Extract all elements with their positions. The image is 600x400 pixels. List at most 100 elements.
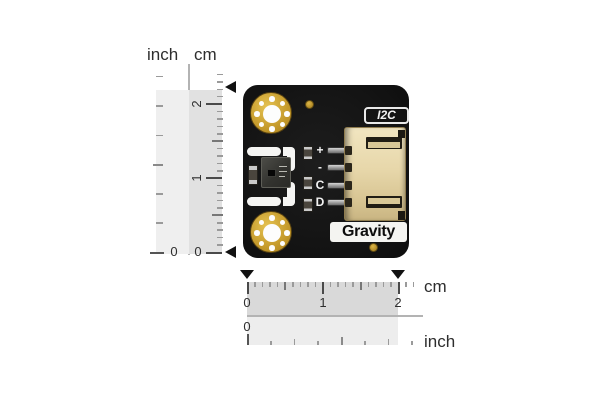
ruler-tick — [217, 125, 223, 128]
ruler-tick — [387, 339, 390, 345]
horizontal-cm-number-1: 1 — [319, 295, 327, 310]
ruler-tick — [412, 282, 415, 287]
marker-triangle-left-top-icon — [225, 81, 236, 93]
chip-marking — [279, 166, 287, 167]
connector-notch — [398, 130, 405, 138]
connector-slot-floor — [368, 198, 400, 204]
ruler-tick — [206, 251, 222, 254]
ruler-tick — [156, 193, 163, 195]
hole-ring-dot — [269, 215, 275, 221]
ruler-tick — [156, 134, 163, 137]
hole-ring-dot — [269, 245, 275, 251]
ruler-tick — [261, 282, 264, 287]
ruler-tick — [206, 177, 222, 180]
horizontal-cm-number-2: 2 — [394, 295, 402, 310]
sensor-chip — [261, 157, 291, 188]
via-top — [305, 100, 314, 109]
ruler-tick — [292, 282, 294, 287]
ruler-tick — [299, 282, 302, 287]
silkscreen-top-corner-v — [287, 147, 295, 171]
hole-ring-dot — [269, 96, 275, 102]
ruler-tick — [329, 282, 332, 287]
horizontal-inch-number-0: 0 — [243, 319, 251, 334]
ruler-tick — [212, 214, 223, 217]
horizontal-inch-ruler — [247, 317, 398, 345]
hole-ring-dot — [279, 240, 286, 247]
smd-component-left — [248, 165, 258, 185]
smd-component-right-3 — [303, 198, 313, 212]
horizontal-ruler-divider — [247, 315, 423, 317]
hole-ring-dot — [269, 126, 275, 132]
ruler-tick — [314, 282, 317, 287]
ruler-tick — [364, 340, 366, 345]
pin-label-plus: + — [316, 143, 324, 157]
connector-notch — [398, 211, 405, 220]
chip-marking — [279, 171, 287, 172]
pin-label-c: C — [315, 178, 325, 192]
horizontal-cm-unit-label: cm — [424, 277, 447, 296]
ruler-tick — [340, 337, 343, 345]
smd-component-right-1 — [303, 146, 313, 160]
hole-ring-dot — [284, 111, 290, 117]
pin-entry-hole — [345, 146, 352, 155]
ruler-tick — [217, 229, 223, 231]
ruler-tick — [270, 340, 272, 345]
hole-ring-dot — [279, 121, 286, 128]
marker-triangle-down-left-icon — [240, 270, 254, 279]
mounting-hole-bottom — [250, 211, 292, 253]
ruler-tick — [269, 282, 271, 287]
pin-entry-hole — [345, 198, 352, 207]
hole-ring-dot — [279, 100, 286, 107]
ruler-tick — [217, 222, 223, 224]
pin-entry-hole — [345, 163, 352, 172]
hole-center — [263, 224, 281, 242]
ruler-tick — [405, 282, 407, 287]
ruler-tick — [156, 75, 163, 78]
ruler-tick — [217, 147, 223, 150]
ruler-tick — [293, 339, 296, 345]
connector-slot-floor — [368, 142, 400, 148]
ruler-tick — [322, 282, 324, 294]
hole-ring-dot — [258, 240, 265, 247]
ruler-tick — [217, 110, 223, 113]
ruler-tick — [217, 88, 223, 90]
ruler-tick — [284, 282, 287, 290]
mounting-hole-top — [250, 92, 292, 134]
ruler-tick — [317, 340, 319, 345]
ruler-tick — [307, 282, 309, 287]
ruler-tick — [411, 340, 413, 345]
ruler-tick — [217, 199, 223, 202]
ruler-tick — [390, 282, 392, 287]
ruler-tick — [217, 81, 223, 83]
vertical-cm-number-1: 1 — [189, 174, 204, 182]
marker-triangle-down-right-icon — [391, 270, 405, 279]
ruler-tick — [156, 105, 163, 107]
horizontal-inch-unit-label: inch — [424, 332, 456, 351]
vertical-cm-number-0: 0 — [194, 244, 202, 259]
silkscreen-bottom-bar — [247, 197, 281, 206]
sensor-board: + - C D I2C Gravity — [243, 85, 409, 258]
hole-ring-dot — [258, 121, 265, 128]
ruler-tick — [246, 334, 249, 345]
pin-label-minus: - — [318, 160, 322, 174]
ruler-tick — [217, 95, 223, 98]
vertical-inch-unit-label: inch — [147, 45, 179, 64]
ruler-tick — [352, 282, 354, 287]
ruler-tick — [206, 103, 222, 106]
ruler-tick — [217, 162, 223, 165]
ruler-tick — [217, 207, 223, 209]
ruler-tick — [367, 282, 370, 287]
ruler-tick — [217, 73, 223, 76]
ruler-tick — [382, 282, 385, 287]
pin-label-d: D — [315, 195, 325, 209]
hole-ring-dot — [254, 111, 260, 117]
ruler-tick — [246, 282, 249, 294]
gravity-badge: Gravity — [330, 222, 407, 242]
ruler-tick — [217, 118, 223, 120]
hole-center — [263, 105, 281, 123]
chip-marking — [279, 176, 285, 177]
vertical-cm-ruler — [189, 90, 222, 254]
vertical-inch-ruler — [156, 90, 189, 254]
vertical-cm-unit-label: cm — [194, 45, 217, 64]
silkscreen-bottom-corner-v — [287, 182, 295, 206]
